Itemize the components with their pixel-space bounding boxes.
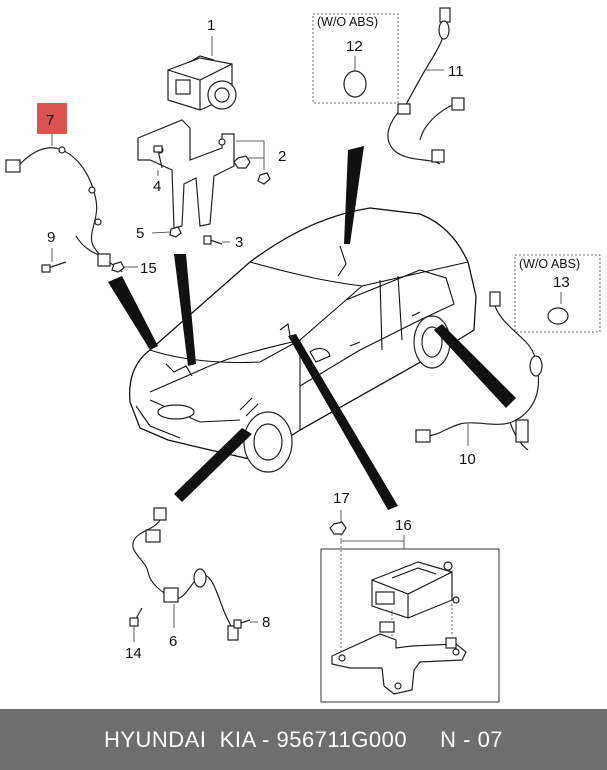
footer-bar: HYUNDAI KIA - 956711G000 N - 07: [0, 709, 607, 770]
callout-17: 17: [333, 490, 350, 507]
callout-14: 14: [125, 645, 142, 662]
leader-16: [340, 540, 405, 549]
bolt-4: [153, 145, 163, 169]
callout-5: 5: [136, 225, 144, 242]
leader-2: [236, 140, 265, 170]
callout-12: 12: [346, 38, 363, 55]
bolt-9: [41, 261, 67, 273]
wo-abs-box-right: [514, 254, 601, 333]
callout-13: 13: [553, 274, 570, 291]
callout-3: 3: [235, 234, 243, 251]
nut-2b: [257, 172, 271, 185]
callout-9: 9: [47, 229, 55, 246]
callout-8: 8: [262, 614, 270, 631]
pointer-front-right: [174, 428, 252, 502]
abs-hydraulic-unit: [167, 55, 237, 111]
bolt-14: [129, 607, 143, 627]
rear-right-wheel-speed-sensor: [415, 291, 543, 451]
pointer-front-left: [108, 276, 158, 350]
bolt-3: [203, 235, 223, 245]
callout-7: 7: [46, 112, 54, 129]
callout-11: 11: [448, 63, 464, 80]
front-left-wheel-speed-sensor: [5, 146, 123, 273]
wo-abs-box-top: [312, 13, 399, 104]
callout-10: 10: [459, 451, 476, 468]
nut-17: [329, 521, 347, 535]
wo-abs-label-top: (W/O ABS): [317, 15, 378, 29]
callout-15: 15: [140, 260, 157, 277]
car-illustration: [128, 207, 477, 473]
pointer-abs-unit: [174, 254, 196, 366]
pointer-rear-right: [434, 324, 516, 408]
sensor-cap-12: [343, 70, 367, 98]
callout-4: 4: [153, 178, 161, 195]
wo-abs-label-right: (W/O ABS): [519, 257, 580, 271]
part-number-caption: HYUNDAI KIA - 956711G000 N - 07: [103, 726, 504, 752]
nut-5: [169, 226, 182, 238]
abs-bracket: [137, 119, 235, 229]
front-right-wheel-speed-sensor: [132, 507, 239, 641]
leader-5: [151, 231, 171, 234]
highlight-box-7: [37, 103, 67, 134]
rear-left-wheel-speed-sensor: [387, 7, 465, 165]
sensor-cap-13: [547, 307, 569, 325]
callout-6: 6: [169, 633, 177, 650]
pointer-module: [288, 334, 398, 510]
pointer-rear-left: [344, 146, 364, 244]
control-module: [371, 561, 460, 619]
module-bracket: [331, 621, 467, 695]
bolt-15: [111, 261, 125, 273]
callout-2: 2: [278, 148, 286, 165]
bolt-8: [233, 619, 251, 629]
nut-2a: [233, 155, 251, 169]
callout-1: 1: [207, 17, 215, 34]
callout-16: 16: [395, 517, 412, 534]
module-box-16: [320, 548, 500, 703]
